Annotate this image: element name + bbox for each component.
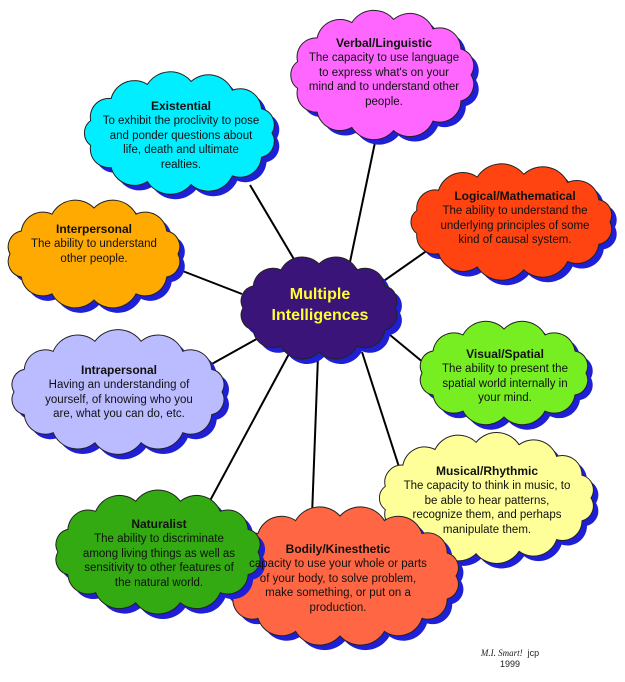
cloud-body [379,432,594,564]
node-title: Intrapersonal [80,363,158,377]
node-description: capacity to use your whole or parts of y… [249,558,427,614]
cloud-bodily [221,506,464,651]
node-title: Visual/Spatial [466,347,544,361]
cloud-body [240,256,398,360]
node-title: Bodily/Kinesthetic [285,542,391,556]
node-title: Existential [150,99,212,113]
connector-interpersonal [179,269,243,295]
clouds [7,9,617,651]
node-description: The ability to understand other people. [31,238,157,265]
center-topic-line2: Intelligences [271,307,369,324]
cloud-interpersonal [7,199,185,313]
node-description: To exhibit the proclivity to pose and po… [102,115,260,171]
node-description: Having an understanding of yourself, of … [45,379,193,420]
credit-year: 1999 [499,659,521,669]
credit: M.I. Smart! jcp 1999 [455,648,565,670]
node-title: Logical/Mathematical [454,189,576,203]
connector-existential [249,184,299,267]
cloud-body [410,163,613,281]
node-title: Musical/Rhythmic [435,464,539,478]
connector-bodily [311,355,319,517]
connector-verbal [349,127,379,263]
node-interpersonal: Interpersonal The ability to understand … [26,222,162,266]
connector-naturalist [204,351,291,511]
node-logical-mathematical: Logical/Mathematical The ability to unde… [430,189,600,248]
node-intrapersonal: Intrapersonal Having an understanding of… [34,363,204,422]
center-topic-label: Multiple Intelligences [250,284,390,326]
node-musical-rhythmic: Musical/Rhythmic The capacity to think i… [400,464,574,537]
node-visual-spatial: Visual/Spatial The ability to present th… [432,347,578,406]
cloud-existential [84,71,280,200]
cloud-body [55,489,261,615]
connector-musical [361,351,401,471]
node-description: The ability to discriminate among living… [82,533,236,589]
cloud-verbal [290,9,479,145]
cloud-body [419,320,589,426]
cloud-naturalist [55,489,266,620]
node-title: Interpersonal [55,222,133,236]
center-topic-line1: Multiple [289,286,351,303]
node-title: Verbal/Linguistic [335,36,433,50]
node-existential: Existential To exhibit the proclivity to… [102,99,260,172]
node-naturalist: Naturalist The ability to discriminate a… [76,517,242,590]
center-cloud [240,256,402,364]
cloud-body [290,9,475,141]
connectors [179,127,436,517]
cloud-logical [410,163,617,286]
cloud-body [84,71,275,195]
cloud-body [7,199,181,309]
node-description: The ability to present the spatial world… [442,363,568,404]
cloud-body [11,329,225,455]
cloud-visual [419,320,593,430]
cloud-intrapersonal [11,329,229,460]
connector-intrapersonal [209,335,263,366]
credit-signature: M.I. Smart! [480,648,523,658]
node-bodily-kinesthetic: Bodily/Kinesthetic capacity to use your … [248,542,428,615]
node-title: Naturalist [131,517,187,531]
credit-initials: jcp [527,648,540,658]
node-description: The ability to understand the underlying… [440,205,590,246]
node-verbal-linguistic: Verbal/Linguistic The capacity to use la… [305,36,463,109]
node-description: The capacity to think in music, to be ab… [403,480,571,536]
node-description: The capacity to use language to express … [308,52,460,108]
